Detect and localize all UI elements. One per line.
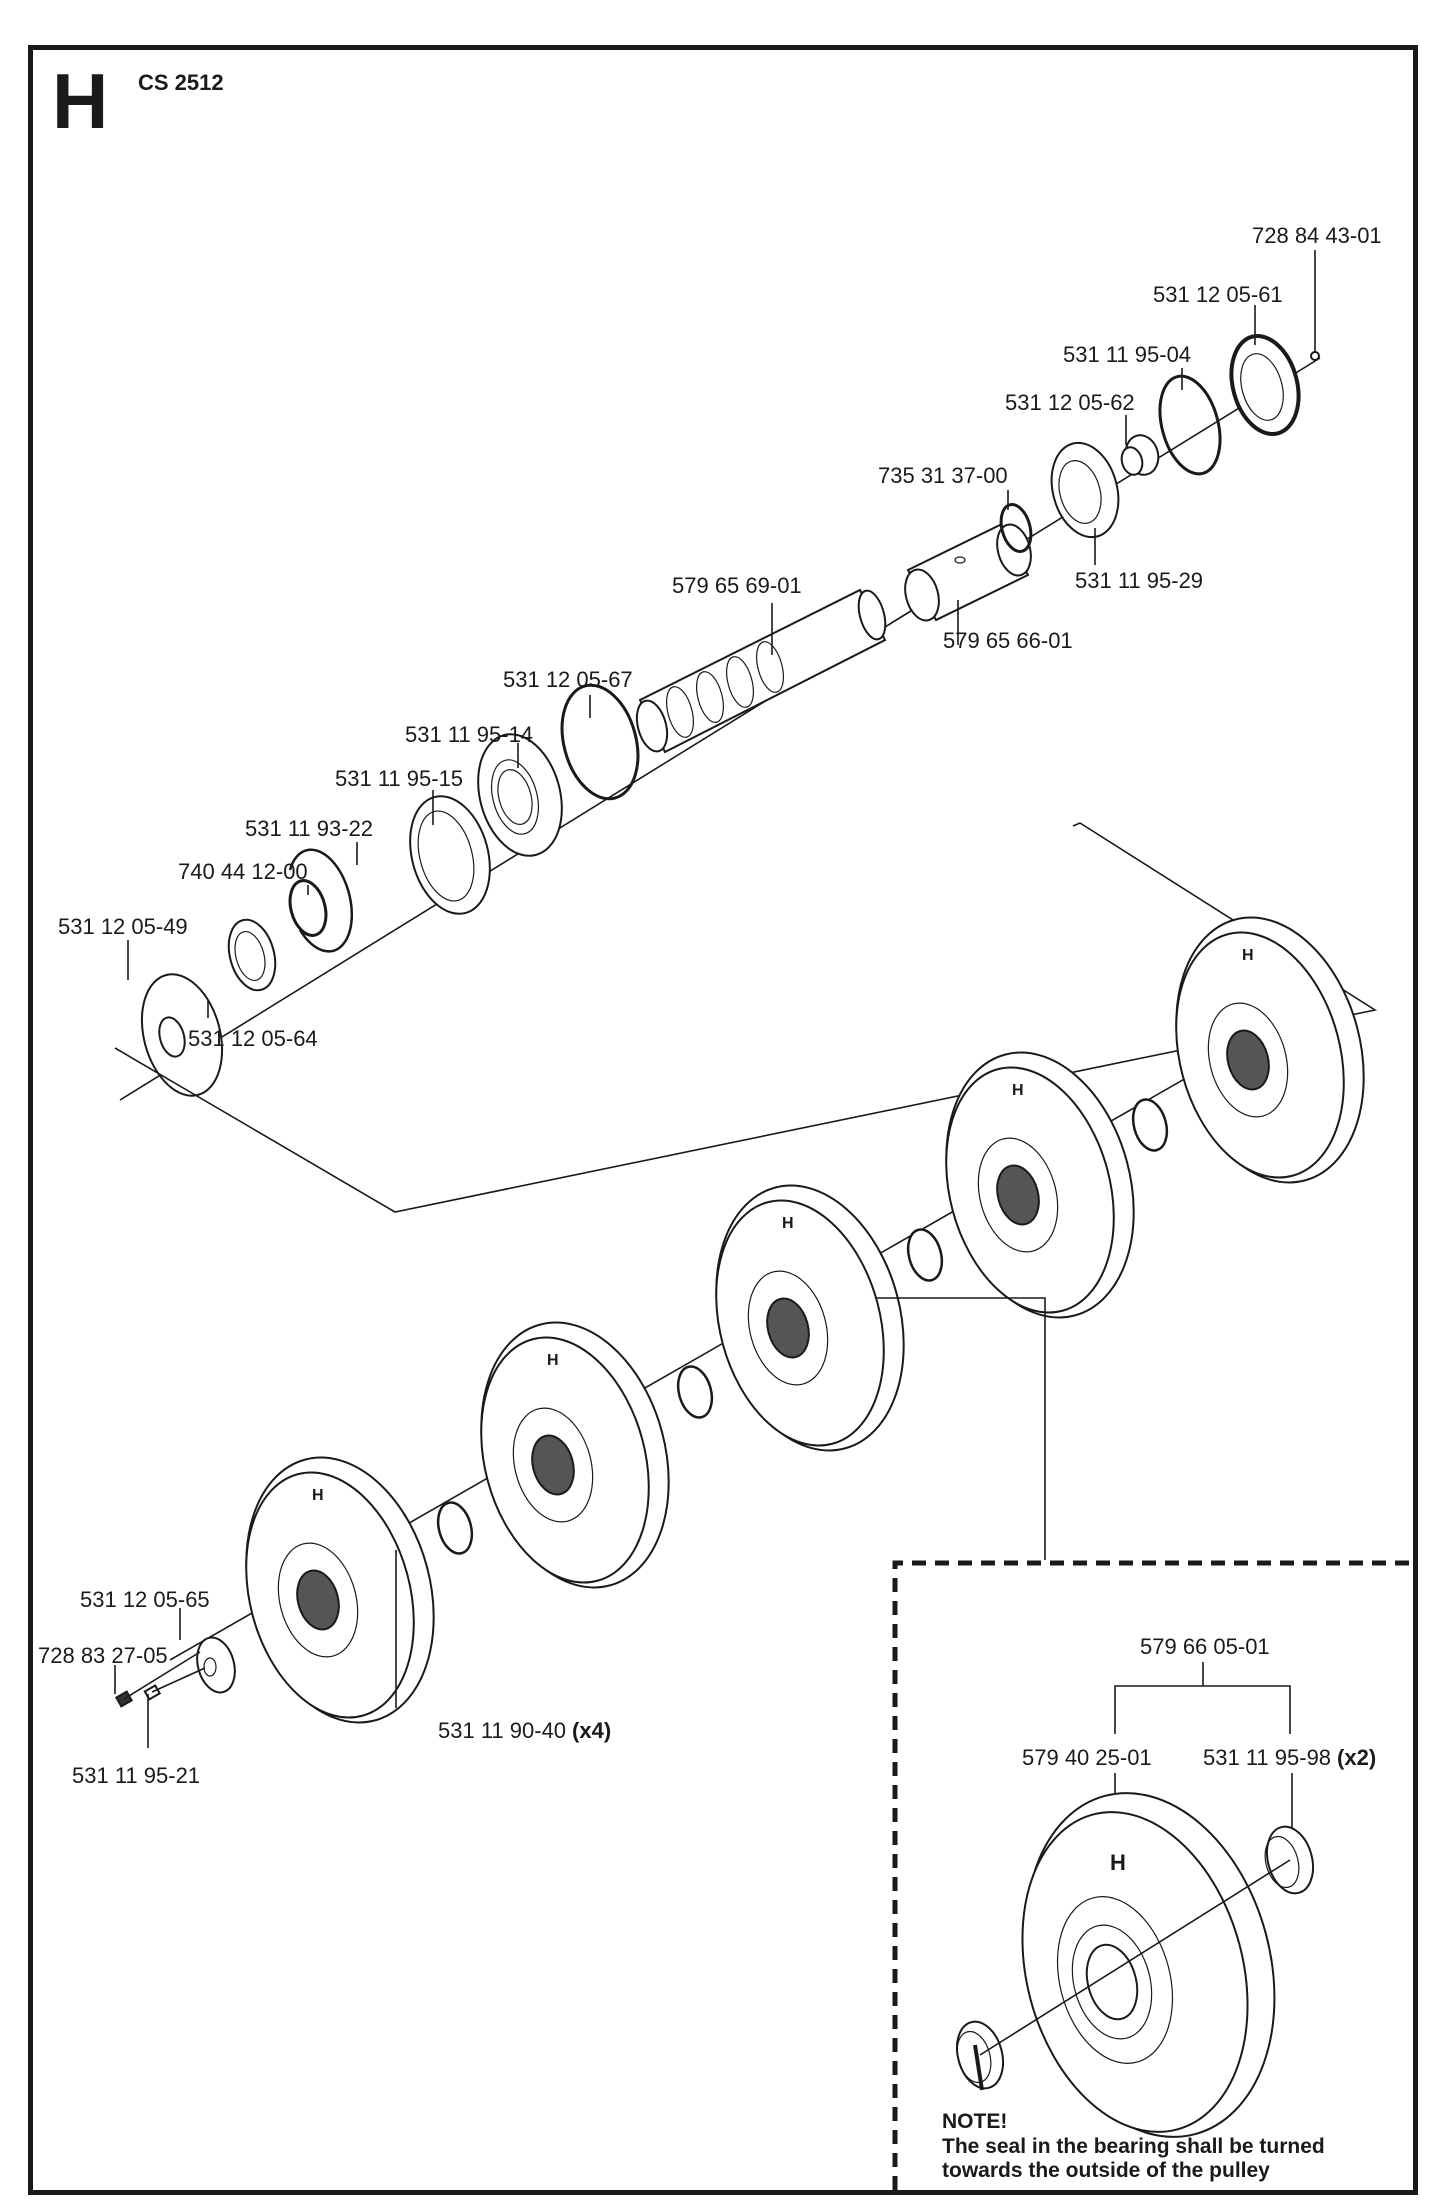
diagram-frame — [28, 45, 1418, 2195]
assembly-bracket — [1114, 1685, 1291, 1734]
circlip-735313700[interactable] — [996, 501, 1035, 555]
spacer-2[interactable] — [673, 1363, 717, 1422]
shaft-579656901[interactable] — [632, 588, 890, 755]
label-735313700: 735 31 37-00 — [878, 463, 1008, 488]
model-name: CS 2512 — [138, 70, 224, 95]
oring-531119504[interactable] — [1150, 369, 1230, 480]
sleeve-579656601[interactable] — [900, 521, 1036, 625]
label-531120562: 531 12 05-62 — [1005, 390, 1135, 415]
label-728832705: 728 83 27-05 — [38, 1643, 168, 1668]
pulley-5[interactable]: H — [1148, 896, 1392, 1203]
spacer-1[interactable] — [433, 1499, 477, 1558]
label-531119529: 531 11 95-29 — [1075, 568, 1203, 593]
detail-axis-line — [979, 1859, 1291, 2056]
label-531120565: 531 12 05-65 — [80, 1587, 210, 1612]
label-531120564: 531 12 05-64 — [188, 1026, 318, 1051]
leader-to-detail — [875, 1297, 1046, 1560]
label-pulley-579402501: 579 40 25-01 — [1022, 1745, 1152, 1770]
endcap-531120565[interactable] — [191, 1633, 240, 1696]
pulley-4[interactable]: H — [918, 1031, 1162, 1338]
seal-531120564[interactable] — [221, 915, 282, 996]
note-arrow — [973, 2044, 984, 2091]
ring-531119322[interactable] — [288, 848, 354, 953]
label-531119322: 531 11 93-22 — [245, 816, 373, 841]
circlip-740441200[interactable] — [284, 877, 331, 940]
spacer-3[interactable] — [903, 1226, 947, 1285]
label-531119040: 531 11 90-40(x4) — [438, 1718, 611, 1743]
label-531120549: 531 12 05-49 — [58, 914, 188, 939]
label-579656601: 579 65 66-01 — [943, 628, 1073, 653]
note-line-1: The seal in the bearing shall be turned — [942, 2135, 1325, 2158]
label-531119521: 531 11 95-21 — [72, 1763, 200, 1788]
svg-text:H: H — [1110, 1850, 1126, 1875]
label-579656901: 579 65 69-01 — [672, 573, 802, 598]
svg-text:H: H — [312, 1487, 324, 1504]
svg-text:H: H — [1242, 947, 1254, 964]
washer-531120549[interactable] — [129, 965, 235, 1104]
pulley-1[interactable]: H — [218, 1436, 462, 1743]
pulley-3[interactable]: H — [688, 1164, 932, 1471]
bushing-531120562[interactable] — [1119, 432, 1163, 479]
note-title: NOTE! — [942, 2110, 1007, 2133]
washer-531120567[interactable] — [550, 677, 650, 808]
label-bearing-531119598: 531 11 95-98(x2) — [1203, 1745, 1376, 1770]
bearing-531119529[interactable] — [1042, 435, 1129, 544]
label-728844301: 728 84 43-01 — [1252, 223, 1382, 248]
pulley-2[interactable]: H — [453, 1301, 697, 1608]
detail-box-border — [892, 1560, 1410, 2190]
label-531120567: 531 12 05-67 — [503, 667, 633, 692]
assembly-plane-outline — [114, 822, 1378, 1213]
label-531119504: 531 11 95-04 — [1063, 342, 1191, 367]
note-line-2: towards the outside of the pulley — [942, 2159, 1270, 2182]
svg-text:H: H — [782, 1215, 794, 1232]
svg-text:H: H — [547, 1352, 559, 1369]
screw-728844301[interactable] — [1310, 351, 1320, 361]
label-531119515: 531 11 95-15 — [335, 766, 463, 791]
svg-text:H: H — [1012, 1082, 1024, 1099]
label-assembly-579660501: 579 66 05-01 — [1140, 1634, 1270, 1659]
label-531119514: 531 11 95-14 — [405, 722, 533, 747]
seal-531119515[interactable] — [398, 787, 502, 923]
spacer-4[interactable] — [1128, 1096, 1172, 1155]
section-letter: H — [52, 57, 108, 145]
bearing-531119514[interactable] — [465, 725, 574, 865]
label-531120561: 531 12 05-61 — [1153, 282, 1283, 307]
detail-pulley-579402501[interactable]: H — [988, 1765, 1311, 2165]
label-740441200: 740 44 12-00 — [178, 859, 308, 884]
upper-axis-line — [119, 357, 1321, 1101]
seal-531120561[interactable] — [1221, 328, 1309, 441]
